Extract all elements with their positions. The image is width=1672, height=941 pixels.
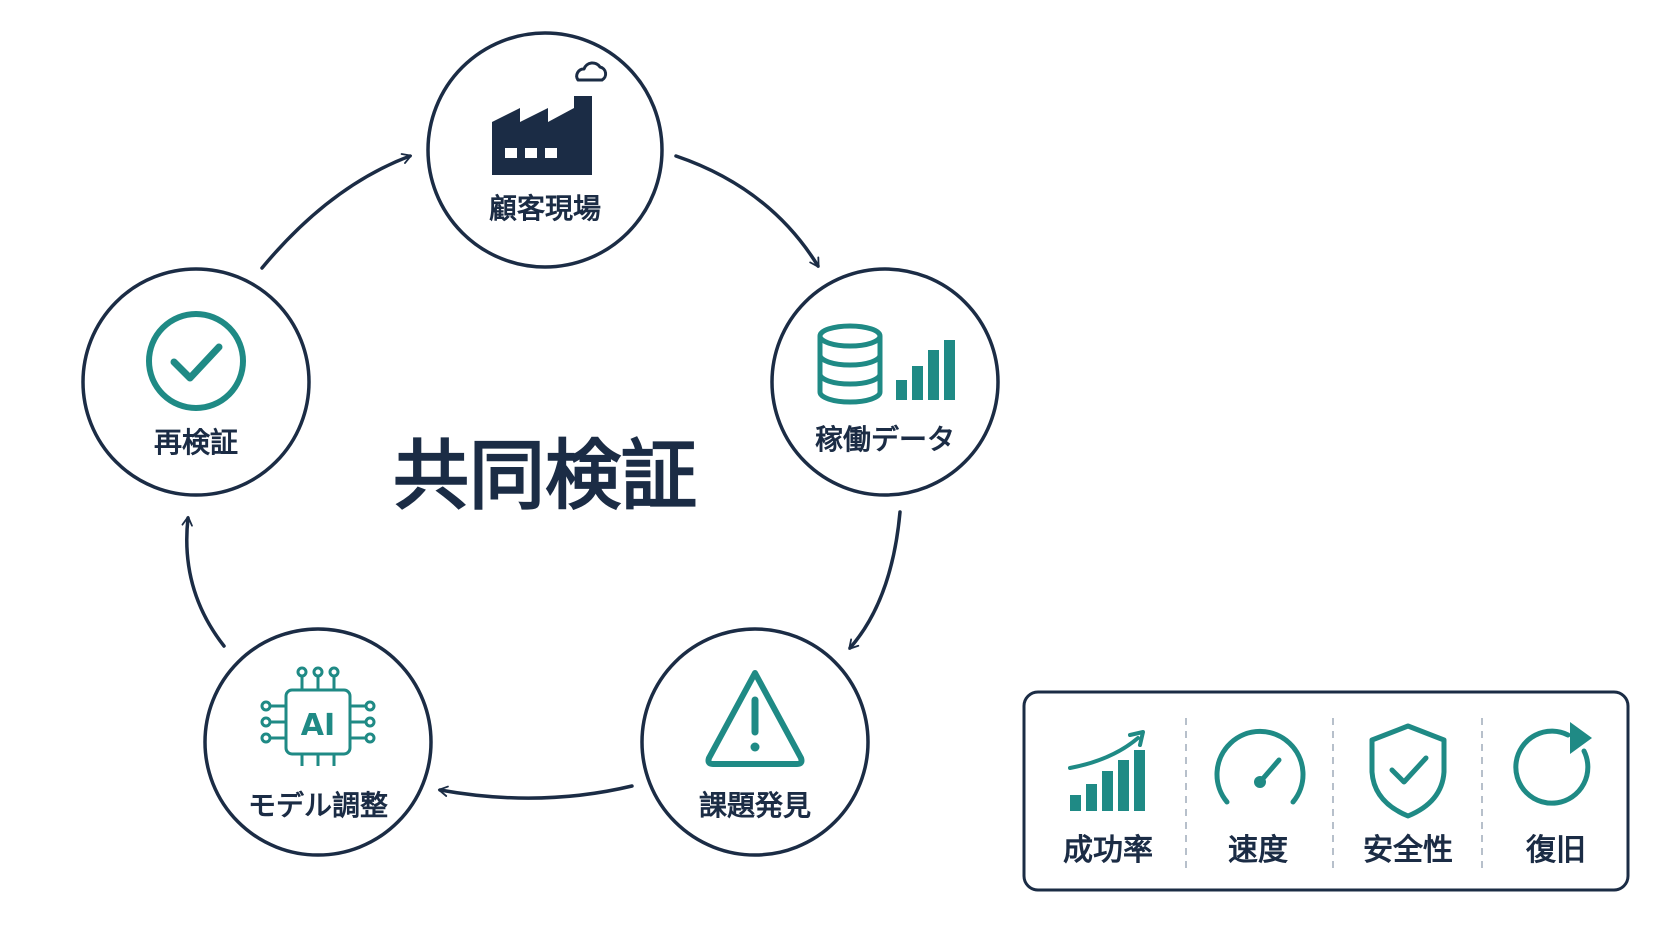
ai-chip-icon: [260, 666, 376, 766]
warning-icon: [705, 670, 805, 767]
database-chart-icon: [817, 323, 955, 405]
arrow-model-tuning-to-revalidation: [181, 515, 226, 648]
shield-check-icon: [1369, 723, 1447, 819]
node-revalidation: 再検証: [81, 267, 311, 497]
node-label-customer-site: 顧客現場: [489, 192, 601, 225]
metric-label-recovery: 復旧: [1525, 833, 1586, 868]
node-label-revalidation: 再検証: [154, 426, 238, 459]
refresh-icon: [1513, 722, 1592, 806]
node-label-operation-data: 稼働データ: [815, 423, 955, 456]
metric-success-rate: 成功率: [1063, 730, 1153, 868]
metric-label-safety: 安全性: [1363, 833, 1453, 868]
center-title: 共同検証: [393, 431, 697, 520]
check-circle-icon: [146, 311, 246, 411]
metric-speed: 速度: [1214, 728, 1306, 868]
node-label-issue-discovery: 課題発見: [699, 789, 811, 822]
growth-chart-icon: [1068, 730, 1145, 811]
metric-safety: 安全性: [1363, 723, 1453, 868]
arrow-operation-data-to-issue-discovery: [848, 510, 902, 650]
factory-icon: [492, 61, 608, 175]
arrow-customer-site-to-operation-data: [674, 154, 820, 268]
metric-label-speed: 速度: [1228, 833, 1288, 868]
ai-chip-text: AI: [301, 708, 335, 743]
metric-recovery: 復旧: [1513, 722, 1592, 868]
arrow-revalidation-to-customer-site: [260, 153, 413, 270]
metrics-panel: 成功率 速度 安全性 復旧: [1022, 690, 1630, 892]
node-operation-data: 稼働データ: [770, 267, 1000, 497]
arrow-issue-discovery-to-model-tuning: [437, 784, 634, 800]
node-label-model-tuning: モデル調整: [248, 789, 388, 822]
node-customer-site: 顧客現場: [426, 31, 664, 269]
node-issue-discovery: 課題発見: [640, 627, 870, 857]
metric-label-success-rate: 成功率: [1063, 833, 1153, 868]
node-model-tuning: AI モデル調整: [203, 627, 433, 857]
speedometer-icon: [1214, 728, 1306, 805]
